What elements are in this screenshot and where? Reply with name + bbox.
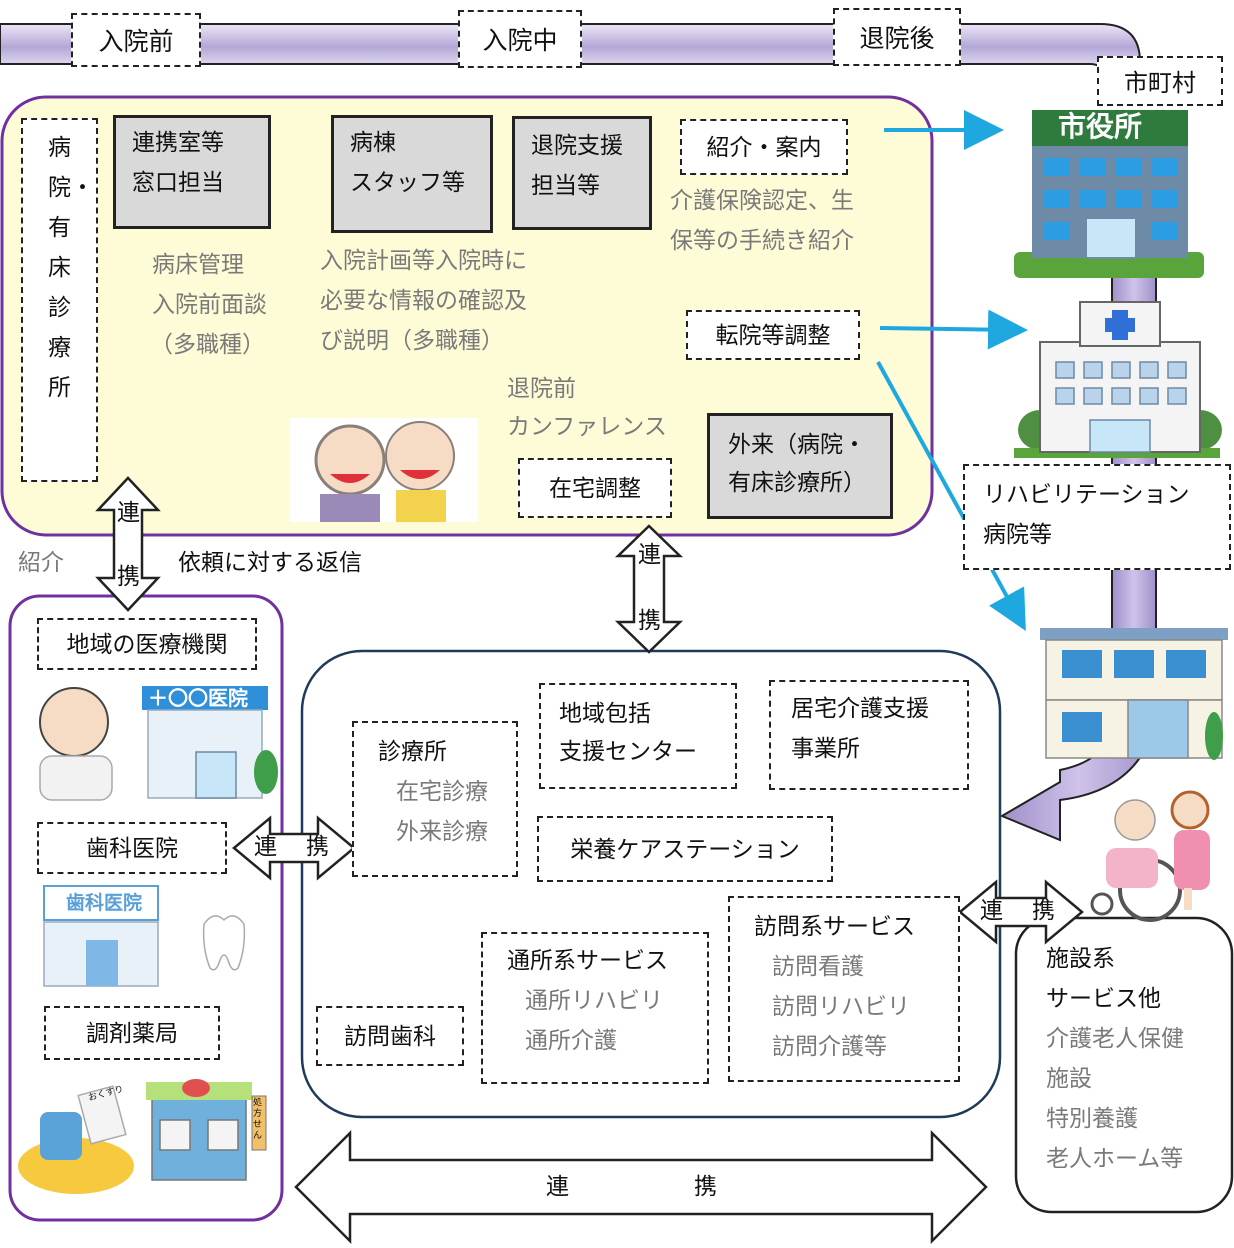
- intro-desc-line1: 介護保険認定、生: [670, 188, 854, 214]
- conference-line2: カンファレンス: [507, 414, 667, 440]
- facility-line4: 施設: [1046, 1066, 1092, 1092]
- city-hall-sign: 市役所: [1058, 110, 1143, 143]
- clinic-box: 診療所 在宅診療 外来診療: [352, 721, 518, 877]
- visit-dental-box: 訪問歯科: [316, 1006, 464, 1066]
- link-bottom-ren: 連: [546, 1174, 569, 1200]
- day-service-box: 通所系サービス 通所リハビリ 通所介護: [481, 932, 709, 1084]
- care-support-line2: 事業所: [791, 736, 860, 762]
- community-hub-box: 地域包括 支援センター: [539, 683, 737, 789]
- double-arrow-center-vertical: [614, 524, 684, 654]
- double-arrow-right-horizontal: [958, 879, 1084, 945]
- admission-desc-line1: 入院計画等入院時に: [320, 248, 527, 274]
- intro-guide-box: 紹介・案内: [680, 119, 848, 175]
- timeline-during-label: 入院中: [458, 10, 582, 68]
- hospital-vertical-box: 病院・有床診療所: [21, 118, 98, 482]
- liaison-office-box: 連携室等 窓口担当: [113, 115, 271, 229]
- admission-desc-line3: び説明（多職種）: [320, 328, 504, 354]
- outpatient-line1: 外来（病院・: [728, 432, 866, 458]
- clinic-sign: ＋〇〇医院: [148, 686, 248, 710]
- liaison-line1: 連携室等: [132, 130, 224, 156]
- visit-service-box: 訪問系サービス 訪問看護 訪問リハビリ 訪問介護等: [728, 896, 960, 1082]
- clinic-home: 在宅診療: [396, 779, 488, 805]
- city-hall-illustration: [1014, 110, 1204, 278]
- nutrition-station-box: 栄養ケアステーション: [537, 816, 833, 882]
- pharmacy-sign: 処方せん: [253, 1098, 263, 1141]
- visit-nursing: 訪問看護: [772, 954, 864, 980]
- arrow-to-hospital: [879, 309, 1028, 350]
- bed-mgmt-line1: 病床管理: [152, 252, 244, 278]
- facility-line1: 施設系: [1046, 946, 1115, 972]
- discharge-line1: 退院支援: [531, 133, 623, 159]
- hospital-illustration: [1014, 301, 1222, 458]
- municipality-label: 市町村: [1097, 56, 1223, 106]
- visit-rehab: 訪問リハビリ: [772, 994, 910, 1020]
- admission-desc-line2: 必要な情報の確認及: [320, 288, 527, 314]
- link-right-horizontal-ren: 連: [980, 898, 1003, 924]
- double-arrow-left-vertical: [95, 476, 161, 612]
- facility-line6: 老人ホーム等: [1046, 1146, 1184, 1172]
- doctor-clinic-illustration: [39, 686, 278, 801]
- discharge-line2: 担当等: [531, 173, 600, 199]
- pharmacy-illustration: [18, 1079, 267, 1194]
- link-ren-left-vertical: 連: [117, 500, 140, 526]
- link-right-horizontal-kei: 携: [1032, 898, 1055, 924]
- rehab-illustration: [1040, 628, 1228, 760]
- link-mid-horizontal-kei: 携: [306, 834, 329, 860]
- link-bottom-kei: 携: [694, 1174, 717, 1200]
- ward-line2: スタッフ等: [350, 170, 465, 196]
- facility-line2: サービス他: [1046, 986, 1161, 1012]
- dental-clinic-label: 歯科医院: [37, 822, 227, 874]
- day-service-care: 通所介護: [525, 1028, 617, 1054]
- visit-care: 訪問介護等: [772, 1034, 887, 1060]
- outpatient-line2: 有床診療所）: [728, 470, 866, 496]
- clinic-title: 診療所: [378, 739, 447, 765]
- hub-line1: 地域包括: [559, 701, 651, 727]
- facility-line3: 介護老人保健: [1046, 1026, 1184, 1052]
- facility-frame: [1014, 916, 1234, 1214]
- rehab-hospital-box: リハビリテーション 病院等: [963, 464, 1231, 570]
- ward-staff-box: 病棟 スタッフ等: [331, 115, 493, 233]
- elderly-couple-illustration: [290, 418, 478, 522]
- day-service-title: 通所系サービス: [507, 948, 668, 974]
- double-arrow-bottom: [294, 1129, 988, 1245]
- referral-label: 紹介: [18, 550, 64, 576]
- hub-line2: 支援センター: [559, 739, 697, 765]
- bed-mgmt-line3: （多職種）: [150, 332, 265, 358]
- link-kei-center-vertical: 携: [638, 608, 661, 634]
- visit-service-title: 訪問系サービス: [754, 914, 915, 940]
- clinic-outpatient: 外来診療: [396, 819, 488, 845]
- day-service-rehab: 通所リハビリ: [525, 988, 663, 1014]
- link-ren-center-vertical: 連: [638, 542, 661, 568]
- link-mid-horizontal-ren: 連: [254, 834, 277, 860]
- care-support-line1: 居宅介護支援: [791, 696, 929, 722]
- care-support-box: 居宅介護支援 事業所: [769, 680, 969, 790]
- intro-desc-line2: 保等の手続き紹介: [670, 228, 854, 254]
- discharge-support-box: 退院支援 担当等: [512, 116, 652, 230]
- reply-label: 依頼に対する返信: [178, 550, 362, 576]
- bed-mgmt-line2: 入院前面談: [152, 292, 267, 318]
- local-medical-title: 地域の医療機関: [37, 618, 257, 670]
- facility-line5: 特別養護: [1046, 1106, 1138, 1132]
- liaison-line2: 窓口担当: [132, 170, 224, 196]
- dental-sign: 歯科医院: [66, 892, 143, 914]
- outpatient-box: 外来（病院・ 有床診療所）: [707, 413, 893, 519]
- dental-clinic-illustration: [43, 885, 246, 987]
- pharmacy-label: 調剤薬局: [44, 1006, 220, 1060]
- timeline-after-label: 退院後: [833, 8, 961, 66]
- rehab-line2: 病院等: [983, 522, 1052, 548]
- rehab-line1: リハビリテーション: [983, 482, 1190, 508]
- transfer-adjust-box: 転院等調整: [686, 310, 860, 360]
- home-adjust-box: 在宅調整: [518, 458, 672, 518]
- link-kei-left-vertical: 携: [117, 564, 140, 590]
- wheelchair-illustration: [1090, 790, 1210, 922]
- hospital-vertical-label: 病院・有床診療所: [48, 135, 94, 401]
- arrow-to-rehab: [876, 361, 1026, 632]
- conference-line1: 退院前: [507, 376, 576, 402]
- timeline-before-label: 入院前: [71, 13, 201, 67]
- ward-line1: 病棟: [350, 130, 396, 156]
